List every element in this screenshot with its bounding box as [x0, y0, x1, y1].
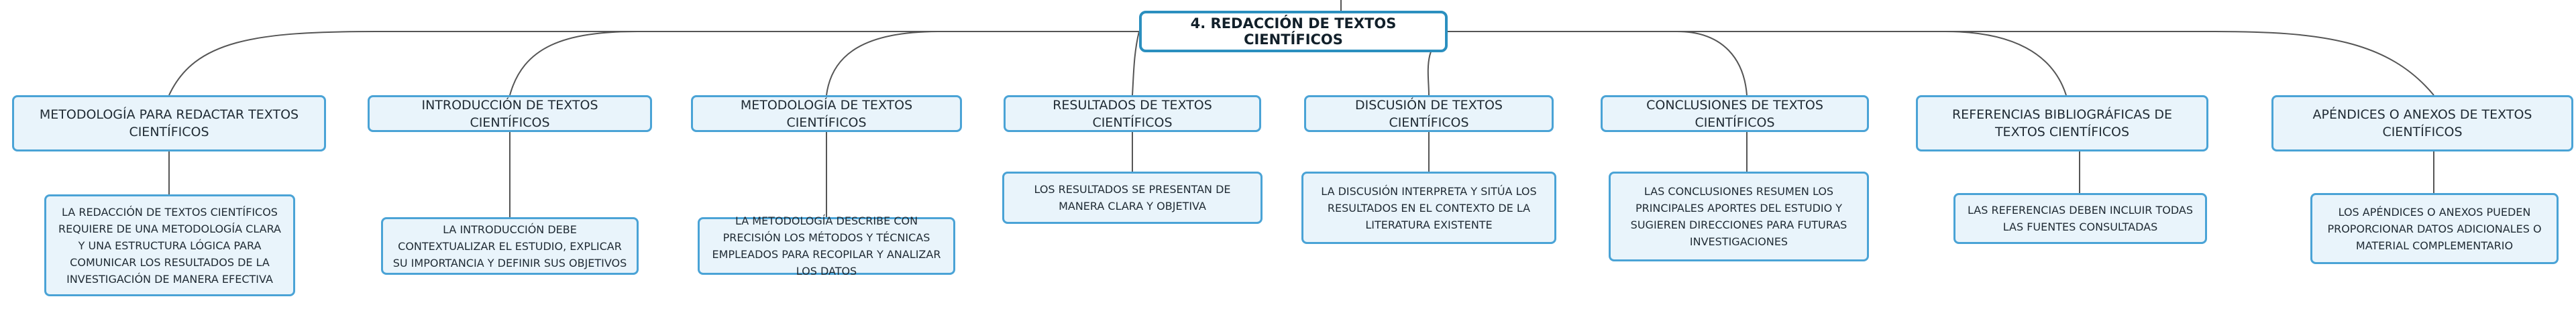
detail-label: LAS REFERENCIAS DEBEN INCLUIR TODAS LAS …	[1968, 204, 2193, 233]
branch-methodology[interactable]: METODOLOGÍA DE TEXTOS CIENTÍFICOS	[691, 95, 962, 132]
branch-methodology-writing[interactable]: METODOLOGÍA PARA REDACTAR TEXTOS CIENTÍF…	[12, 95, 326, 151]
central-topic-label: 4. REDACCIÓN DE TEXTOS CIENTÍFICOS	[1190, 15, 1397, 48]
connector-branch-1	[509, 31, 1139, 96]
branch-label: METODOLOGÍA DE TEXTOS CIENTÍFICOS	[740, 97, 913, 130]
connector-branch-5	[1448, 31, 1748, 96]
branch-label: INTRODUCCIÓN DE TEXTOS CIENTÍFICOS	[421, 97, 598, 130]
detail-label: LA REDACCIÓN DE TEXTOS CIENTÍFICOS REQUI…	[58, 205, 281, 286]
detail-methodology-writing[interactable]: LA REDACCIÓN DE TEXTOS CIENTÍFICOS REQUI…	[44, 194, 295, 296]
branch-discussion[interactable]: DISCUSIÓN DE TEXTOS CIENTÍFICOS	[1304, 95, 1554, 132]
branch-label: METODOLOGÍA PARA REDACTAR TEXTOS CIENTÍF…	[39, 107, 299, 139]
detail-label: LOS APÉNDICES O ANEXOS PUEDEN PROPORCION…	[2327, 205, 2542, 252]
branch-label: CONCLUSIONES DE TEXTOS CIENTÍFICOS	[1646, 97, 1823, 130]
branch-conclusions[interactable]: CONCLUSIONES DE TEXTOS CIENTÍFICOS	[1601, 95, 1869, 132]
detail-label: LA INTRODUCCIÓN DEBE CONTEXTUALIZAR EL E…	[392, 223, 627, 269]
connector-branch-3	[1132, 31, 1140, 96]
branch-references[interactable]: REFERENCIAS BIBLIOGRÁFICAS DE TEXTOS CIE…	[1916, 95, 2208, 151]
connector-branch-6	[1448, 31, 2067, 96]
detail-label: LA DISCUSIÓN INTERPRETA Y SITÚA LOS RESU…	[1321, 184, 1537, 231]
branch-results[interactable]: RESULTADOS DE TEXTOS CIENTÍFICOS	[1004, 95, 1261, 132]
detail-appendices[interactable]: LOS APÉNDICES O ANEXOS PUEDEN PROPORCION…	[2310, 193, 2559, 264]
branch-label: DISCUSIÓN DE TEXTOS CIENTÍFICOS	[1355, 97, 1503, 130]
detail-discussion[interactable]: LA DISCUSIÓN INTERPRETA Y SITÚA LOS RESU…	[1301, 172, 1556, 244]
connector-branch-0	[168, 31, 1139, 96]
branch-appendices[interactable]: APÉNDICES O ANEXOS DE TEXTOS CIENTÍFICOS	[2271, 95, 2573, 151]
branch-introduction[interactable]: INTRODUCCIÓN DE TEXTOS CIENTÍFICOS	[368, 95, 652, 132]
branch-label: RESULTADOS DE TEXTOS CIENTÍFICOS	[1053, 97, 1212, 130]
connector-branch-7	[1448, 31, 2434, 96]
detail-label: LOS RESULTADOS SE PRESENTAN DE MANERA CL…	[1034, 183, 1231, 212]
detail-conclusions[interactable]: LAS CONCLUSIONES RESUMEN LOS PRINCIPALES…	[1609, 172, 1869, 261]
detail-results[interactable]: LOS RESULTADOS SE PRESENTAN DE MANERA CL…	[1002, 172, 1263, 224]
detail-methodology[interactable]: LA METODOLOGÍA DESCRIBE CON PRECISIÓN LO…	[698, 214, 955, 277]
branch-label: REFERENCIAS BIBLIOGRÁFICAS DE TEXTOS CIE…	[1951, 107, 2173, 139]
detail-references[interactable]: LAS REFERENCIAS DEBEN INCLUIR TODAS LAS …	[1953, 193, 2207, 244]
detail-label: LA METODOLOGÍA DESCRIBE CON PRECISIÓN LO…	[712, 214, 941, 277]
connector-branch-2	[826, 31, 1139, 96]
detail-label: LAS CONCLUSIONES RESUMEN LOS PRINCIPALES…	[1630, 185, 1847, 248]
central-topic[interactable]: 4. REDACCIÓN DE TEXTOS CIENTÍFICOS	[1139, 11, 1448, 52]
detail-introduction[interactable]: LA INTRODUCCIÓN DEBE CONTEXTUALIZAR EL E…	[381, 217, 639, 275]
branch-label: APÉNDICES O ANEXOS DE TEXTOS CIENTÍFICOS	[2312, 107, 2532, 139]
